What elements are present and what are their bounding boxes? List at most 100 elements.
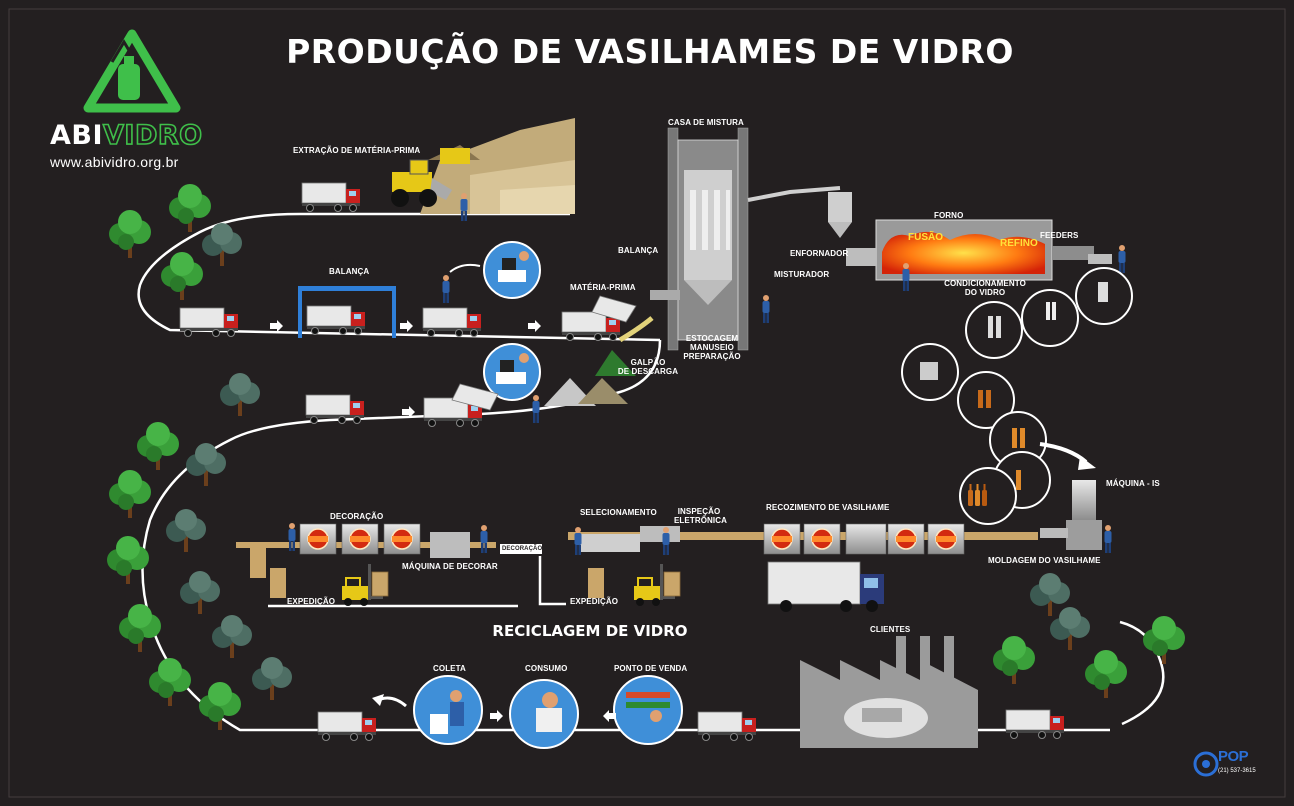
- label-ponto-venda: PONTO DE VENDA: [614, 664, 688, 673]
- decorating-oven: [299, 523, 337, 555]
- annealing-oven: [927, 523, 965, 555]
- expedition-line: [538, 556, 566, 606]
- tree-icon: [109, 470, 151, 518]
- label-feeders: FEEDERS: [1040, 231, 1079, 240]
- label-enfornador: ENFORNADOR: [790, 249, 849, 258]
- tree-icon: [1085, 650, 1127, 698]
- tree-icon: [212, 615, 252, 658]
- label-balanca-silo: BALANÇA: [618, 246, 659, 255]
- factory-icon: [800, 636, 978, 748]
- label-maquina-is: MÁQUINA - IS: [1106, 479, 1160, 488]
- annealing-oven: [763, 523, 801, 555]
- label-clientes: CLIENTES: [870, 625, 911, 634]
- worker-icon: [480, 525, 488, 553]
- tree-icon: [220, 373, 260, 416]
- tree-icon: [137, 422, 179, 470]
- truck-icon: [422, 307, 482, 337]
- truck-icon: [697, 711, 757, 741]
- label-reciclagem: RECICLAGEM DE VIDRO: [492, 622, 688, 640]
- decorating-oven: [341, 523, 379, 555]
- page-title: PRODUÇÃO DE VASILHAMES DE VIDRO: [286, 32, 1014, 71]
- dump-truck: [561, 295, 637, 341]
- decorating-oven: [383, 523, 421, 555]
- worker-icon: [1104, 525, 1112, 553]
- tree-icon: [186, 443, 226, 486]
- bottle-icon: [920, 282, 1108, 506]
- label-forno: FORNO: [934, 211, 964, 220]
- label-maquina-decorar: MÁQUINA DE DECORAR: [402, 562, 498, 571]
- tree-icon: [180, 571, 220, 614]
- pallet: [588, 568, 604, 598]
- worker-icon: [662, 527, 670, 555]
- silo-icon: [650, 127, 852, 351]
- decoracao-sign: [500, 544, 542, 554]
- annealing-oven: [845, 523, 887, 555]
- tree-icon: [166, 509, 206, 552]
- quarry: [420, 118, 575, 214]
- label-balanca-top: BALANÇA: [329, 267, 370, 276]
- tree-icon: [149, 658, 191, 706]
- pile: [578, 378, 628, 404]
- label-decoracao: DECORAÇÃO: [330, 512, 384, 521]
- is-machine: [1040, 480, 1102, 550]
- recycle-triangle-icon: [83, 29, 181, 113]
- forklift-icon: [633, 563, 681, 607]
- worker-icon: [574, 527, 582, 555]
- decorating-machine: [430, 532, 470, 558]
- label-expedicao-left: EXPEDIÇÃO: [287, 597, 336, 606]
- label-misturador: MISTURADOR: [774, 270, 830, 279]
- tree-icon: [1143, 616, 1185, 664]
- label-moldagem: MOLDAGEM DO VASILHAME: [988, 556, 1101, 565]
- label-extracao: EXTRAÇÃO DE MATÉRIA-PRIMA: [293, 146, 421, 155]
- label-coleta: COLETA: [433, 664, 466, 673]
- label-fusao: FUSÃO: [908, 232, 943, 243]
- ponto-venda-circle: [613, 675, 683, 745]
- truck-icon: [179, 307, 239, 337]
- pile: [595, 350, 636, 376]
- brand-name: ABIVIDRO: [50, 119, 203, 152]
- sand-flow: [618, 316, 654, 343]
- production-line: [568, 526, 1038, 552]
- arrow-icon: [372, 694, 384, 706]
- tree-icon: [199, 682, 241, 730]
- arrow-icon: [1039, 442, 1088, 464]
- tree-icon: [1050, 607, 1090, 650]
- weighbridge: [298, 286, 396, 338]
- sampling-circle-top: [449, 241, 541, 299]
- worker-icon: [460, 193, 468, 221]
- tree-icon: [119, 604, 161, 652]
- truck-icon: [1005, 709, 1065, 739]
- arrow-icon: [400, 320, 413, 332]
- sampling-circle-bottom: [483, 343, 541, 401]
- tree-icon: [109, 210, 151, 258]
- label-recozimento: RECOZIMENTO DE VASILHAME: [766, 503, 890, 512]
- label-decoracao-sign: DECORAÇÃO: [502, 546, 543, 552]
- truck-icon: [306, 305, 366, 335]
- pop-logo-icon: [1202, 760, 1210, 768]
- label-expedicao-right: EXPEDIÇÃO: [570, 597, 619, 606]
- consumo-circle: [509, 679, 579, 749]
- pop-logo: POP: [1218, 748, 1249, 765]
- pop-phone: (21) 537-3615: [1218, 768, 1256, 774]
- loader-icon: [391, 159, 452, 207]
- truck-icon: [317, 711, 377, 741]
- arrow-icon: [528, 320, 541, 332]
- arrow-icon: [270, 320, 283, 332]
- tree-icon: [252, 657, 292, 700]
- forklift-icon: [341, 563, 389, 607]
- website-link: www.abividro.org.br: [50, 154, 179, 170]
- worker-icon: [1118, 245, 1126, 273]
- truck-icon: [767, 561, 884, 612]
- truck-icon: [301, 182, 361, 212]
- label-consumo: CONSUMO: [525, 664, 568, 673]
- coleta-circle: [413, 675, 483, 745]
- dump-truck: [423, 383, 499, 427]
- annealing-oven: [803, 523, 841, 555]
- pallet: [270, 568, 286, 598]
- pop-logo-icon: [1193, 751, 1219, 777]
